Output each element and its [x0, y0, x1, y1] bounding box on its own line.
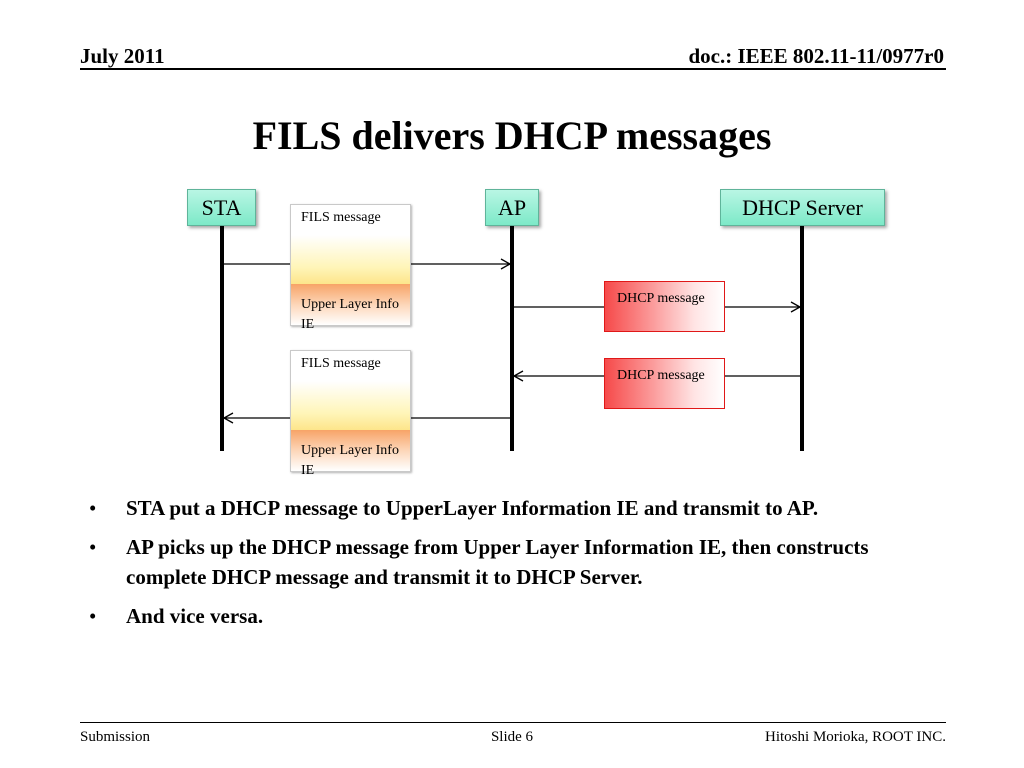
dhcp-message-label: DHCP message: [617, 368, 705, 383]
bullet-list: STA put a DHCP message to UpperLayer Inf…: [84, 493, 944, 640]
dhcp-message-to-server: DHCP message: [604, 281, 725, 332]
entity-dhcp-server: DHCP Server: [720, 189, 885, 226]
footer-rule: [80, 722, 946, 723]
upper-layer-info-ie-label: Upper Layer Info IE: [301, 297, 399, 332]
dhcp-message-label: DHCP message: [617, 291, 705, 306]
upper-layer-info-ie-label: Upper Layer Info IE: [301, 443, 399, 478]
slide-title: FILS delivers DHCP messages: [252, 113, 772, 158]
dhcp-message-from-server: DHCP message: [604, 358, 725, 409]
fils-frame-downlink: FILS message Upper Layer Info IE: [290, 350, 411, 478]
fils-message-label: FILS message: [301, 356, 381, 371]
fils-frame-uplink: FILS message Upper Layer Info IE: [290, 204, 411, 332]
entity-sta: STA: [187, 189, 256, 226]
footer-slide-number: Slide 6: [490, 729, 534, 745]
bullet-item: STA put a DHCP message to UpperLayer Inf…: [84, 493, 944, 523]
header-date: July 2011: [80, 44, 165, 68]
entity-ap: AP: [485, 189, 539, 226]
bullet-item: AP picks up the DHCP message from Upper …: [84, 532, 944, 592]
footer-submission: Submission: [80, 729, 151, 745]
header-rule: [80, 68, 946, 70]
fils-message-label: FILS message: [301, 210, 381, 225]
bullet-item: And vice versa.: [84, 601, 944, 631]
footer-author: Hitoshi Morioka, ROOT INC.: [765, 729, 946, 745]
header-doc-id: doc.: IEEE 802.11-11/0977r0: [688, 44, 944, 68]
